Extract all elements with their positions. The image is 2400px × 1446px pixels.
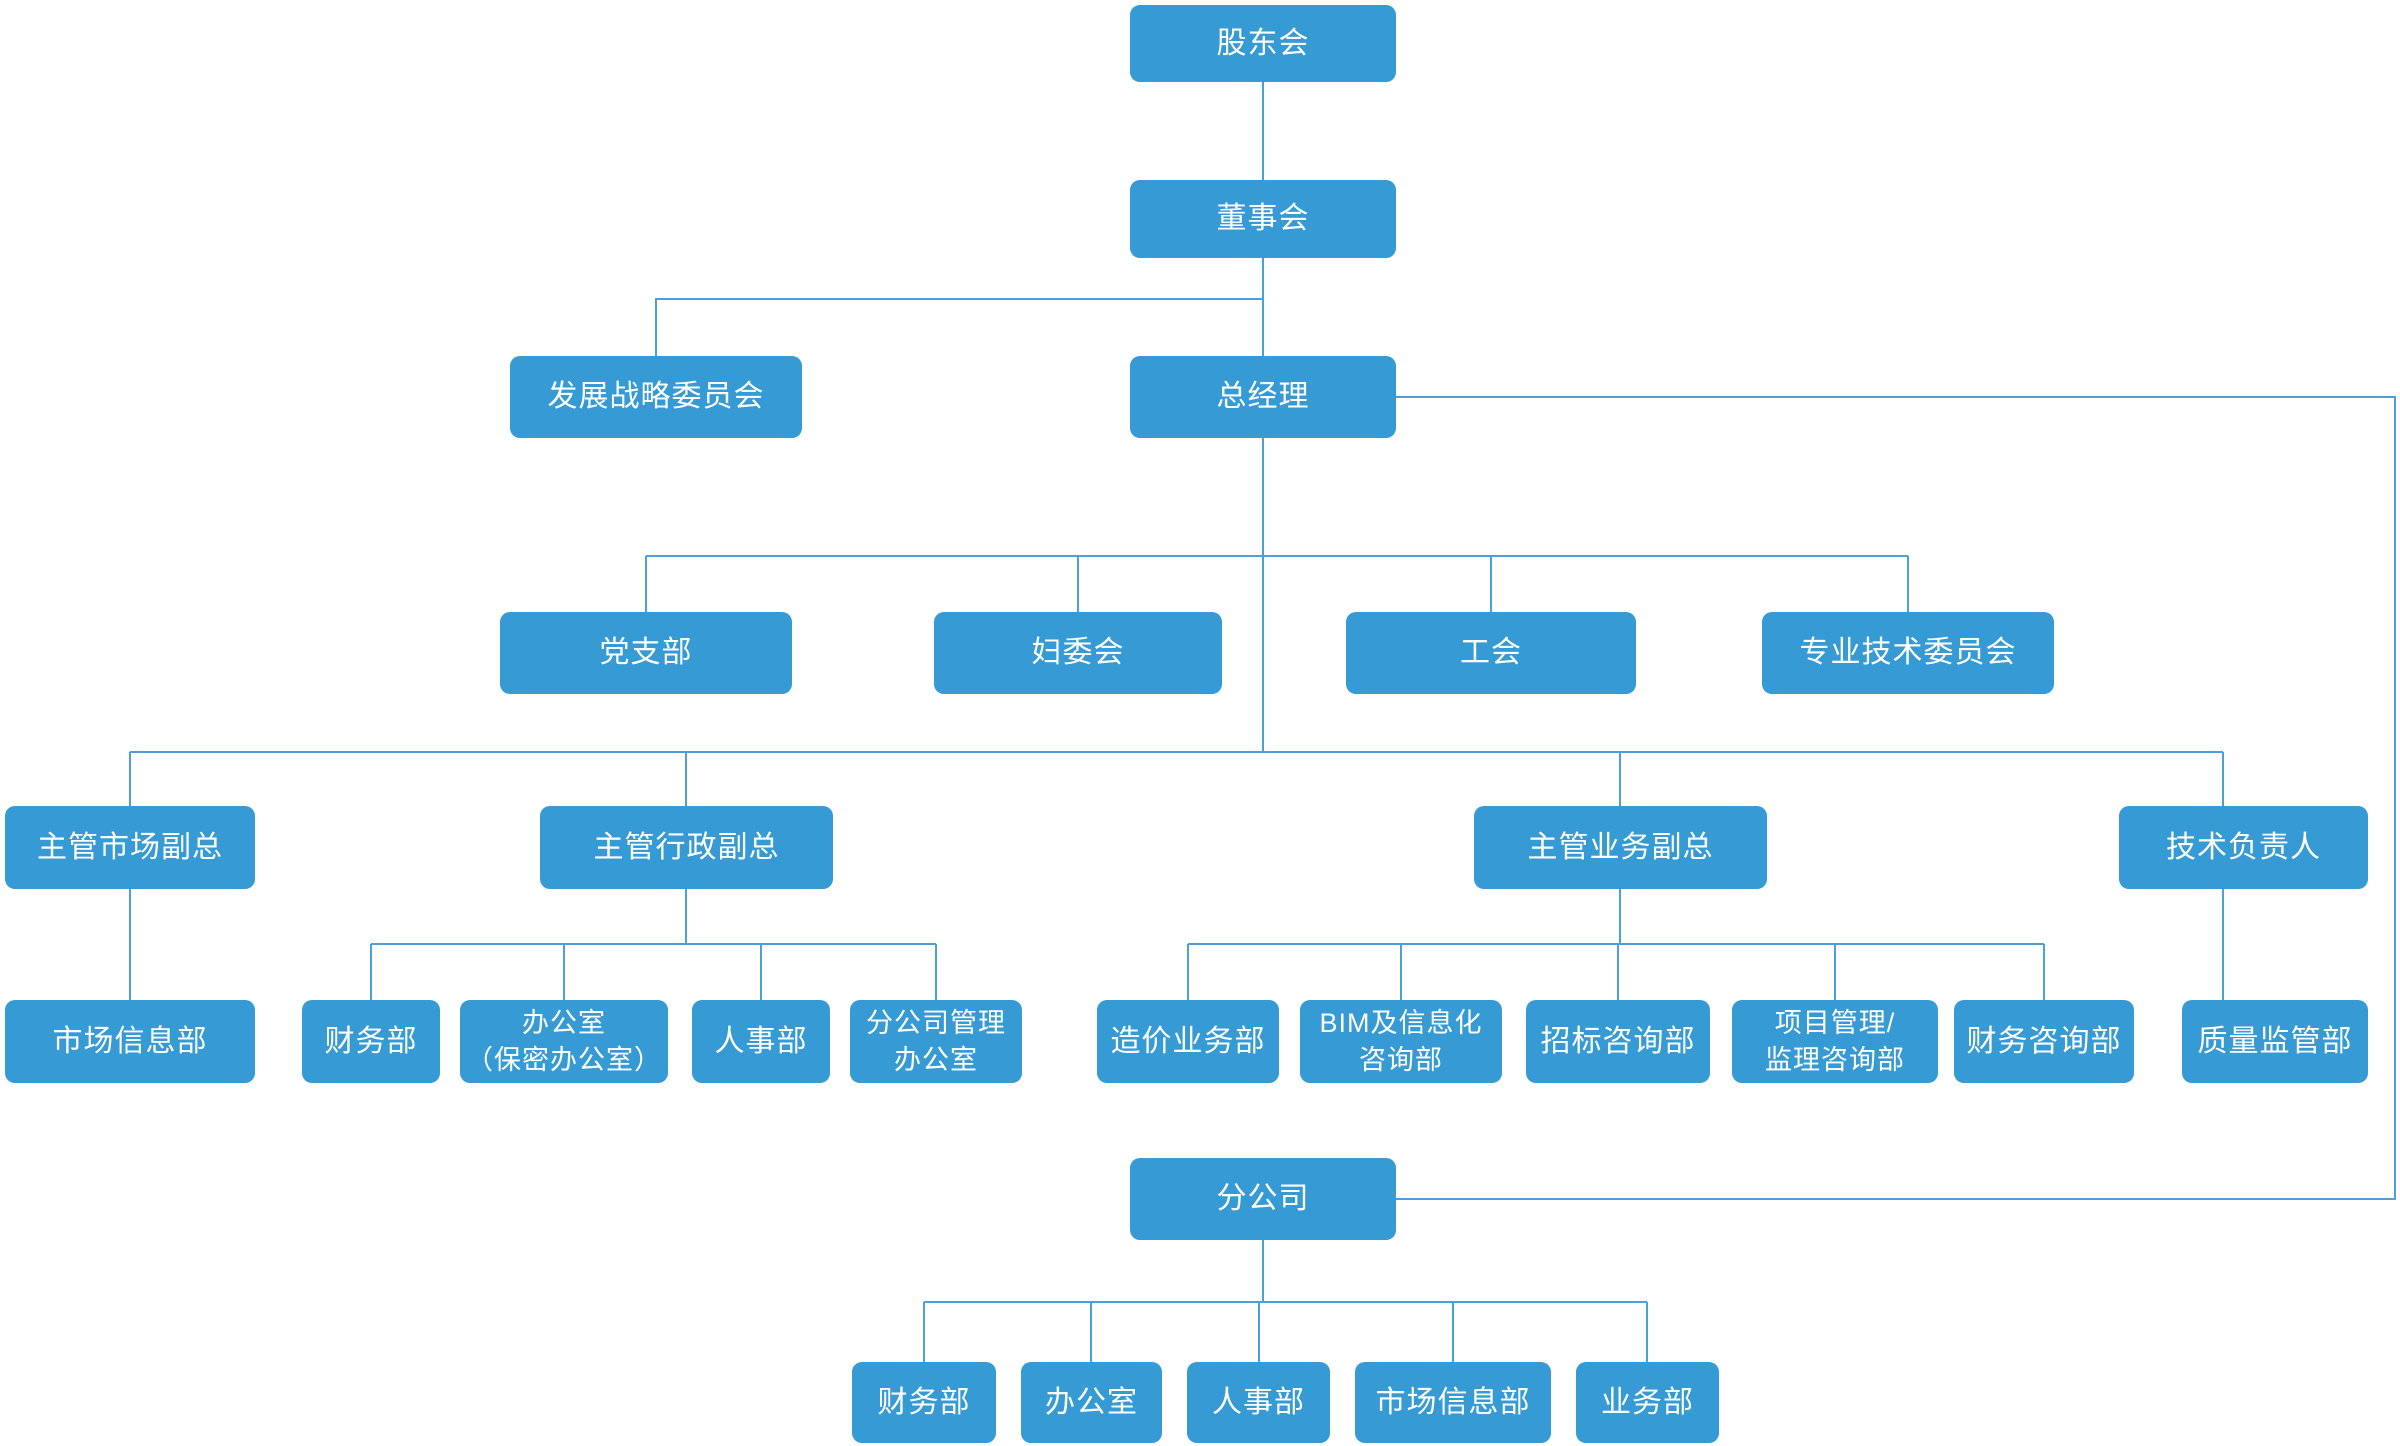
node-strategy-committee: 发展战略委员会 <box>510 356 802 438</box>
node-vp-business: 主管业务副总 <box>1474 806 1767 889</box>
edge-vp-admin-children <box>370 889 937 1000</box>
node-board: 董事会 <box>1130 180 1396 258</box>
node-branch-hr-dept: 人事部 <box>1187 1362 1330 1443</box>
node-general-manager: 总经理 <box>1130 356 1396 438</box>
node-party-branch: 党支部 <box>500 612 792 694</box>
node-tech-director: 技术负责人 <box>2119 806 2368 889</box>
node-bim-consulting-dept: BIM及信息化 咨询部 <box>1300 1000 1502 1083</box>
node-branch-market-info-dept: 市场信息部 <box>1355 1362 1551 1443</box>
node-finance-consulting-dept: 财务咨询部 <box>1954 1000 2134 1083</box>
node-office-dept: 办公室 （保密办公室） <box>460 1000 668 1083</box>
node-labor-union: 工会 <box>1346 612 1636 694</box>
node-branch-finance-dept: 财务部 <box>852 1362 996 1443</box>
edge-gm-branch-company-right-loop <box>1396 396 2396 1200</box>
node-finance-dept: 财务部 <box>302 1000 440 1083</box>
edge-gm-committees <box>645 555 1909 612</box>
node-bidding-consulting-dept: 招标咨询部 <box>1526 1000 1710 1083</box>
node-branch-company: 分公司 <box>1130 1158 1396 1240</box>
node-branch-mgmt-office: 分公司管理 办公室 <box>850 1000 1022 1083</box>
node-shareholders: 股东会 <box>1130 5 1396 82</box>
edge-vp-business-children <box>1187 889 2045 1000</box>
node-women-committee: 妇委会 <box>934 612 1222 694</box>
node-vp-market: 主管市场副总 <box>5 806 255 889</box>
edge-branch-company-children <box>923 1240 1648 1362</box>
node-market-info-dept: 市场信息部 <box>5 1000 255 1083</box>
node-pm-supervision-dept: 项目管理/ 监理咨询部 <box>1732 1000 1938 1083</box>
node-vp-admin: 主管行政副总 <box>540 806 833 889</box>
node-branch-business-dept: 业务部 <box>1576 1362 1719 1443</box>
node-branch-office: 办公室 <box>1021 1362 1162 1443</box>
node-cost-business-dept: 造价业务部 <box>1097 1000 1279 1083</box>
node-hr-dept: 人事部 <box>692 1000 830 1083</box>
edge-board-strategy-committee <box>655 298 1263 356</box>
node-quality-supervision-dept: 质量监管部 <box>2182 1000 2368 1083</box>
node-tech-committee: 专业技术委员会 <box>1762 612 2054 694</box>
edge-gm-deputies <box>129 751 2224 806</box>
